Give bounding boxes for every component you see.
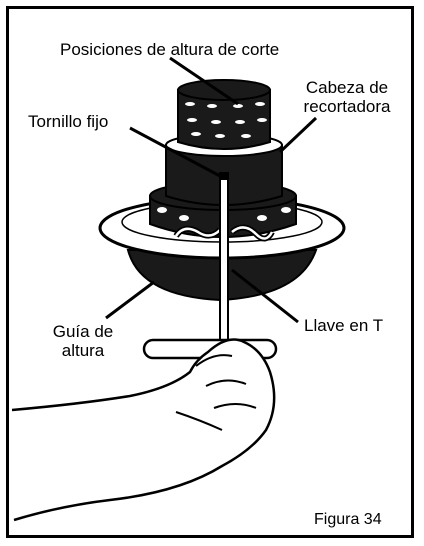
label-trimmer-head-line2: recortadora (303, 97, 391, 116)
collar-hole (281, 207, 291, 213)
label-cut-height-positions: Posiciones de altura de corte (60, 40, 280, 59)
height-mark (187, 118, 197, 122)
height-mark (211, 120, 221, 124)
label-height-guide-line2: altura (61, 341, 105, 360)
height-mark (255, 102, 265, 106)
hand (11, 338, 276, 522)
leader-set-screw (129, 126, 221, 178)
label-t-wrench: Llave en T (304, 316, 384, 335)
height-mark (257, 118, 267, 122)
line-loop-left-inner (174, 227, 221, 237)
height-mark (185, 102, 195, 106)
height-mark (233, 104, 243, 108)
height-mark (241, 134, 251, 138)
collar-hole (179, 215, 189, 221)
finger-line (195, 354, 233, 367)
height-mark (215, 134, 225, 138)
label-height-guide: Guía de altura (28, 322, 138, 360)
finger-line (213, 403, 257, 409)
set-screw (219, 172, 229, 180)
figure-caption: Figura 34 (314, 511, 382, 528)
line-loop-right-inner (231, 226, 274, 240)
top-drum-cap (177, 79, 271, 101)
height-mark (207, 104, 217, 108)
leader-t-wrench (231, 268, 299, 324)
finger-line (205, 379, 247, 387)
label-set-screw: Tornillo fijo (28, 112, 109, 131)
height-mark (191, 132, 201, 136)
label-trimmer-head-line1: Cabeza de (305, 78, 389, 97)
leader-trimmer-head (278, 116, 318, 154)
height-mark (235, 120, 245, 124)
t-wrench-shaft (219, 173, 229, 347)
collar-hole (257, 215, 267, 221)
leader-cut-height (169, 56, 239, 106)
collar-hole (157, 207, 167, 213)
leader-height-guide (105, 280, 155, 320)
label-height-guide-line1: Guía de (52, 322, 114, 341)
label-trimmer-head: Cabeza de recortadora (292, 78, 402, 116)
thumb-line (175, 411, 223, 431)
